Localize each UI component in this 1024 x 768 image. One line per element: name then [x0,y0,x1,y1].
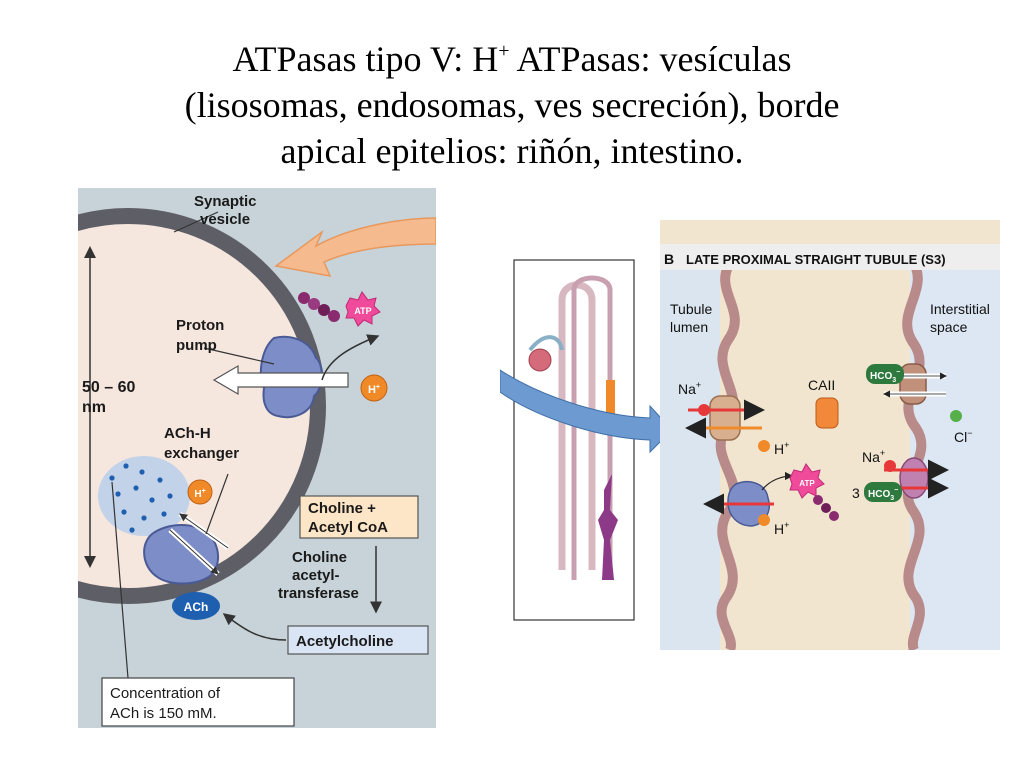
svg-text:H+: H+ [194,488,205,500]
uptake-arrow [274,217,437,277]
enzyme-label-1: Choline [292,549,347,566]
stoich-three: 3 [852,485,860,501]
acetylcholine-box [287,625,429,655]
slide-title: ATPasas tipo V: H+ ATPasas: vesículas (l… [40,36,984,174]
caii-enzyme [815,397,839,429]
title-line-1: ATPasas tipo V: H+ ATPasas: vesículas [232,39,792,79]
hco3-badge-1 [866,364,904,384]
ach-label: ACh [184,600,209,614]
caii-label: CAII [808,377,835,393]
hco3-cl-exchanger [899,363,927,405]
title-line-2: (lisosomas, endosomas, ves secreción), b… [184,85,840,125]
synaptic-vesicle-label: Synaptic [194,193,257,210]
concentration-label-1: Concentration of [110,685,221,702]
atp-badge [345,291,381,327]
na-ion-basolateral [884,460,896,472]
svg-text:HCO3−: HCO3− [868,487,898,502]
synaptic-vesicle-label-2: vesicle [200,211,250,228]
h-ion-exchanger [187,479,213,505]
ach-cloud [98,456,190,536]
cl-label: Cl− [954,428,973,445]
na-label-apical: Na+ [678,380,701,397]
proton-pump-arrow [212,364,349,396]
interstitial-space [910,260,1000,650]
synaptic-vesicle-svg: ATP H+ H+ ACh Synaptic vesicle Proton pu… [0,188,437,728]
nhe-transporter [709,395,741,441]
section-title: LATE PROXIMAL STRAIGHT TUBULE (S3) [686,252,946,267]
atp-badge-right [789,463,825,499]
interstitial-space-label-2: space [930,319,968,335]
choline-acetylcoa-label-2: Acetyl CoA [308,519,388,536]
glomerulus [528,348,552,372]
section-letter: B [664,251,674,267]
h-ion-pump-right [758,514,770,526]
proton-pump-label: Proton [176,317,224,334]
ach-h-exchanger-label-2: exchanger [164,445,239,462]
concentration-box [101,677,295,727]
atp-label-right: ATP [799,479,815,488]
tubule-lumen-label-2: lumen [670,319,708,335]
na-label-basolateral: Na+ [862,448,885,465]
h-label-pump: H+ [774,520,789,537]
cl-ion [950,410,962,422]
tubule-s3-segment [606,380,615,428]
ach-dots [109,463,173,533]
hco3-badge-2 [864,482,902,502]
ach-h-exchanger-label: ACh-H [164,425,211,442]
interstitial-space-label: Interstitial [930,301,990,317]
svg-text:HCO3−: HCO3− [870,369,900,384]
enzyme-label-2: acetyl- [292,567,340,584]
choline-acetylcoa-box [299,495,419,539]
concentration-label-2: ACh is 150 mM. [110,705,217,722]
enzyme-label-3: transferase [278,585,359,602]
synaptic-vesicle-diagram: ATP H+ H+ ACh Synaptic vesicle Proton pu… [0,188,437,728]
atp-label: ATP [354,306,371,316]
atp-hydrolysis-arrow [321,334,380,381]
svg-text:H+: H+ [368,384,380,396]
proximal-tubule-svg: B LATE PROXIMAL STRAIGHT TUBULE (S3) Tub… [499,220,1000,652]
size-unit-label: nm [82,399,106,416]
h-label-apical: H+ [774,440,789,457]
lumen [660,260,720,650]
h-ion-apical [758,440,770,452]
title-line-3: apical epitelios: riñón, intestino. [280,131,744,171]
ach-h-exchanger [143,524,219,585]
vesicle-body [0,208,326,604]
ach-molecule [172,592,220,620]
apical-membrane [715,257,740,652]
nbc-cotransporter [899,457,929,499]
acetylcholine-label: Acetylcholine [296,633,394,650]
na-ion-apical [698,404,710,416]
h-ion-pump [360,374,388,402]
tubule-lumen-label: Tubule [670,301,713,317]
size-label: 50 – 60 [82,379,135,396]
collecting-duct [598,474,618,580]
choline-acetylcoa-label: Choline + [308,500,376,517]
proximal-tubule-diagram: B LATE PROXIMAL STRAIGHT TUBULE (S3) Tub… [499,220,1000,652]
proton-pump-label-2: pump [176,337,217,354]
